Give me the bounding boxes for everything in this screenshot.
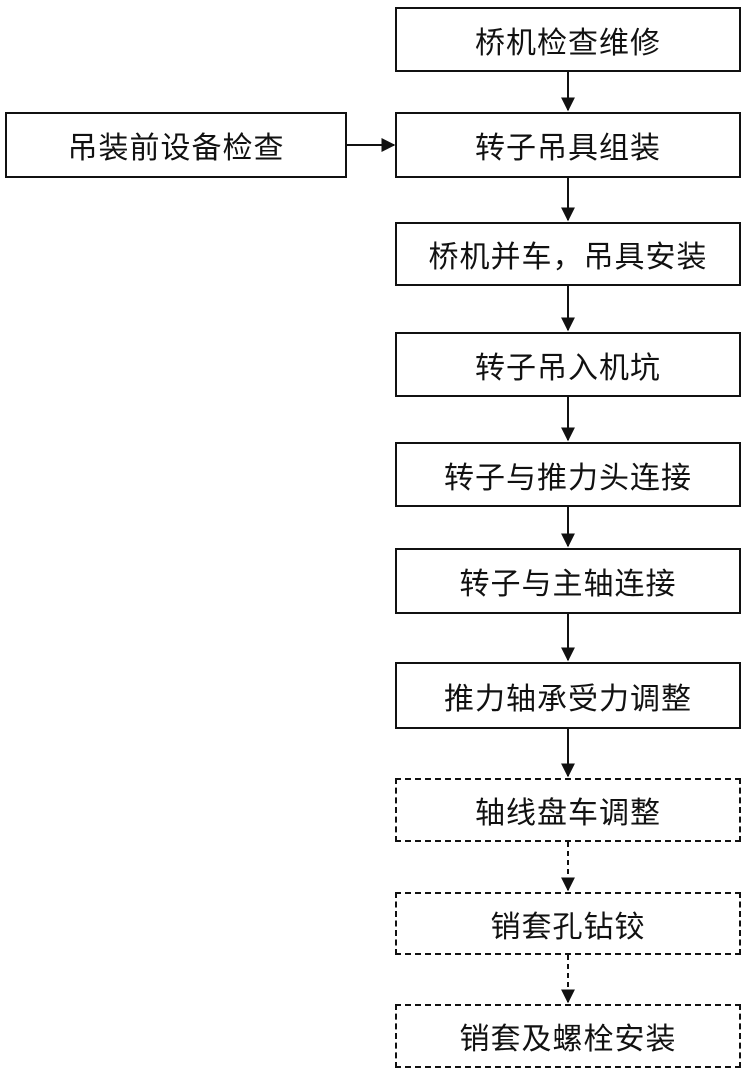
step-box-10: 销套及螺栓安装: [395, 1004, 741, 1068]
step-box-4: 转子吊入机坑: [395, 332, 741, 397]
step-box-5: 转子与推力头连接: [395, 442, 741, 507]
step-box-7: 推力轴承受力调整: [395, 662, 741, 729]
step-box-6: 转子与主轴连接: [395, 548, 741, 614]
side-step-box: 吊装前设备检查: [5, 112, 347, 178]
step-box-2: 转子吊具组装: [395, 112, 741, 178]
step-box-8: 轴线盘车调整: [395, 778, 741, 842]
step-box-9: 销套孔钻铰: [395, 892, 741, 955]
step-box-1: 桥机检查维修: [395, 7, 741, 72]
step-box-3: 桥机并车，吊具安装: [395, 222, 741, 286]
